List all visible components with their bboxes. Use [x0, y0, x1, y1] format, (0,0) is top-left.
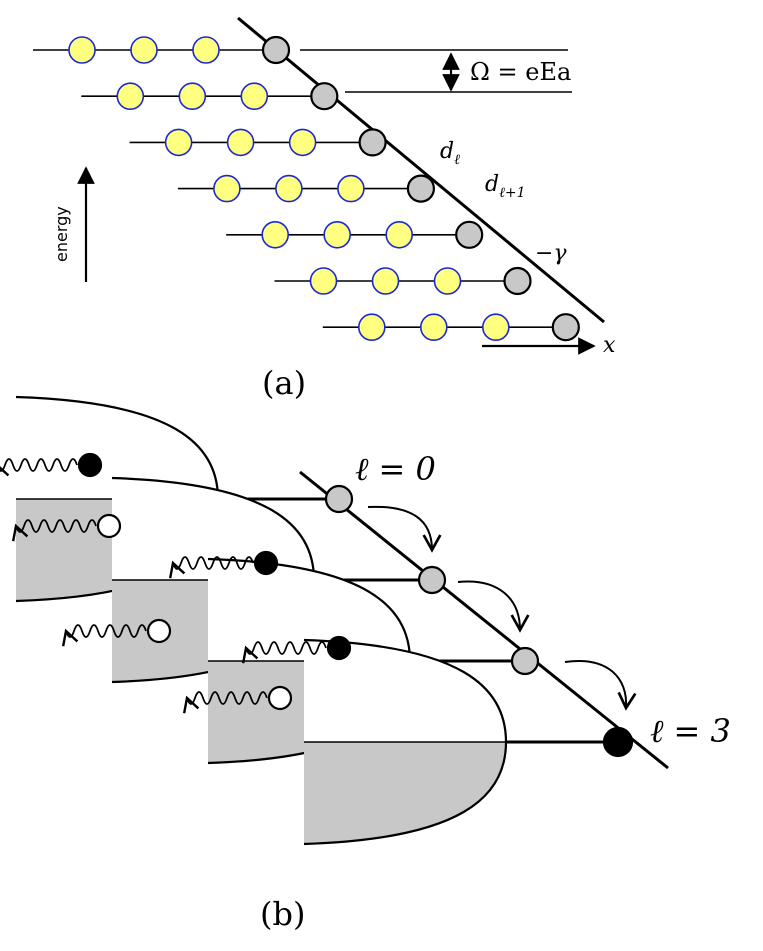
bath-site	[192, 36, 220, 64]
tilted-chain-line	[237, 16, 605, 324]
photon-wave	[168, 556, 254, 579]
photon-wave	[241, 641, 327, 664]
particle-emission	[168, 550, 279, 579]
particle-icon	[253, 550, 279, 576]
chain-site	[551, 313, 580, 342]
chain-site	[503, 266, 532, 296]
empty-states	[208, 559, 410, 661]
chain-site	[455, 220, 484, 249]
bath	[303, 638, 618, 846]
bath-row	[129, 128, 373, 157]
photon-wave	[182, 691, 268, 714]
bath-site	[357, 313, 386, 342]
bath-site	[275, 174, 303, 203]
chain-sites-b	[324, 484, 634, 758]
gamma-label: −γ	[535, 241, 567, 266]
bath-chains	[33, 36, 572, 342]
omega-label: Ω = eEa	[470, 58, 571, 86]
hole-emission	[11, 513, 122, 542]
bath-site	[164, 128, 193, 157]
hole-icon	[267, 685, 293, 711]
photon-wave	[61, 624, 147, 647]
bath-site	[226, 128, 255, 157]
hop-arrow-0	[367, 505, 442, 553]
photon-wave	[0, 458, 78, 481]
particle-icon	[326, 635, 352, 661]
hole-emission	[61, 618, 172, 647]
empty-states	[304, 640, 506, 742]
chain-site	[358, 128, 387, 157]
baths	[0, 395, 618, 846]
empty-states	[16, 397, 218, 499]
particle-icon	[77, 452, 103, 478]
filled-states	[304, 742, 506, 844]
panel-a: Ω = eEa dℓ dℓ+1 −γ energy x (a)	[33, 16, 616, 402]
bath-site	[240, 82, 269, 110]
particle-emission	[0, 452, 103, 481]
bath-row	[274, 267, 518, 295]
hop-arrow-1	[457, 580, 530, 633]
final-site	[602, 726, 634, 758]
caption-a: (a)	[262, 364, 306, 402]
chain-sites	[261, 35, 580, 342]
bath-row	[33, 36, 276, 64]
panel-b: ℓ = 0 ℓ = 3 (b)	[0, 395, 731, 933]
bath-row	[81, 82, 325, 110]
bath-site	[337, 174, 365, 203]
bath-site	[385, 221, 414, 249]
bath-site	[419, 313, 448, 342]
hole-icon	[146, 618, 172, 644]
bath-site	[481, 313, 510, 342]
hole-emission	[182, 685, 293, 714]
bath-site	[68, 36, 96, 64]
bath-site	[309, 267, 338, 295]
tilted-chain-line-b	[299, 470, 669, 770]
l3-label: ℓ = 3	[650, 712, 731, 750]
bath-site	[433, 267, 462, 295]
chain-site	[324, 484, 354, 514]
bath-row	[177, 174, 421, 203]
chain-site	[261, 35, 291, 65]
bath-row	[226, 221, 470, 249]
caption-b: (b)	[260, 895, 305, 933]
chain-site	[510, 646, 540, 676]
photon-wave	[11, 519, 97, 542]
bath-site	[288, 128, 317, 157]
energy-label: energy	[52, 206, 71, 262]
d-l-label: dℓ	[440, 139, 460, 168]
bath-site	[261, 221, 290, 249]
hop-arrow-2	[564, 660, 637, 711]
chain-site	[310, 82, 339, 111]
bath-row	[322, 313, 566, 342]
bath-site	[213, 174, 241, 203]
l0-label: ℓ = 0	[355, 450, 436, 488]
chain-site	[406, 174, 435, 203]
bath-site	[116, 82, 145, 110]
particle-emission	[241, 635, 352, 664]
bath-site	[178, 82, 207, 110]
bath-site	[371, 267, 400, 295]
bath-site	[323, 221, 352, 249]
bath-site	[130, 36, 158, 64]
d-l1-label: dℓ+1	[485, 172, 526, 201]
chain-site	[417, 565, 447, 595]
x-label: x	[603, 333, 616, 358]
hole-icon	[96, 513, 122, 539]
